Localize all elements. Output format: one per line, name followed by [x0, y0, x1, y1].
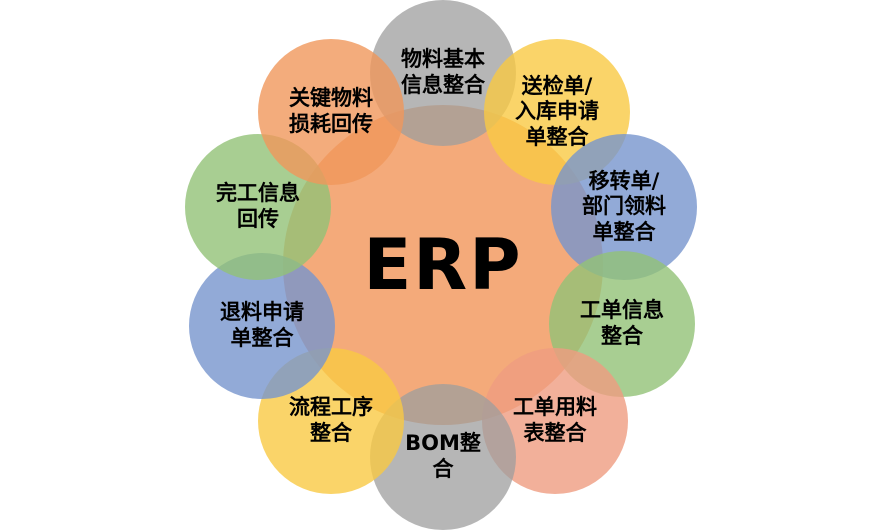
node-material-basic-info-label: 物料基本 信息整合	[401, 47, 485, 97]
node-process-routing-label: 流程工序 整合	[289, 395, 373, 445]
node-work-order-material-list-label: 工单用料 表整合	[513, 395, 597, 445]
node-completion-info-return-label: 完工信息 回传	[216, 181, 300, 231]
erp-label: ERP	[363, 224, 523, 306]
node-transfer-department-picking-label: 移转单/ 部门领料 单整合	[582, 168, 666, 244]
node-key-material-loss-return: 关键物料 损耗回传	[258, 39, 404, 185]
node-bom-integration-label: BOM整 合	[405, 431, 481, 481]
node-key-material-loss-return-label: 关键物料 损耗回传	[289, 86, 373, 136]
node-work-order-info-label: 工单信息 整合	[580, 298, 664, 348]
node-inspection-warehouse-request-label: 送检单/ 入库申请 单整合	[515, 73, 599, 149]
node-material-return-request-label: 退料申请 单整合	[220, 300, 304, 350]
node-inspection-warehouse-request: 送检单/ 入库申请 单整合	[484, 39, 630, 185]
